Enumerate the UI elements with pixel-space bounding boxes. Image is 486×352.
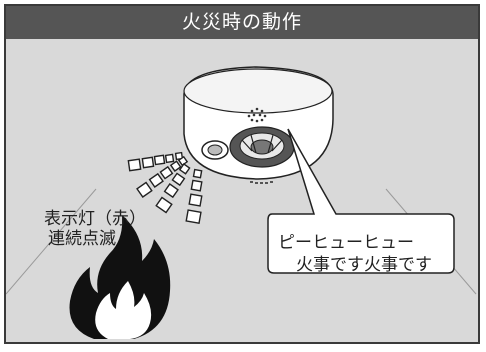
callout-line1: ピーヒューヒュー — [278, 233, 414, 253]
indicator-label: 表示灯（赤） 連続点滅 — [44, 209, 146, 249]
scene-illustration — [6, 39, 478, 342]
callout-text: ピーヒューヒュー 火事です火事です — [278, 232, 432, 276]
speech-bubble — [267, 128, 455, 274]
illustration-frame: 火災時の動作 — [4, 4, 480, 344]
scene: 表示灯（赤） 連続点滅 ピーヒューヒュー 火事です火事です — [6, 39, 478, 342]
light-rays-icon — [127, 151, 203, 224]
indicator-label-line1: 表示灯（赤） — [44, 209, 146, 229]
indicator-label-line2: 連続点滅 — [48, 229, 116, 249]
page-title: 火災時の動作 — [6, 6, 478, 39]
fire-icon — [69, 215, 171, 339]
callout-line2: 火事です火事です — [296, 255, 432, 275]
